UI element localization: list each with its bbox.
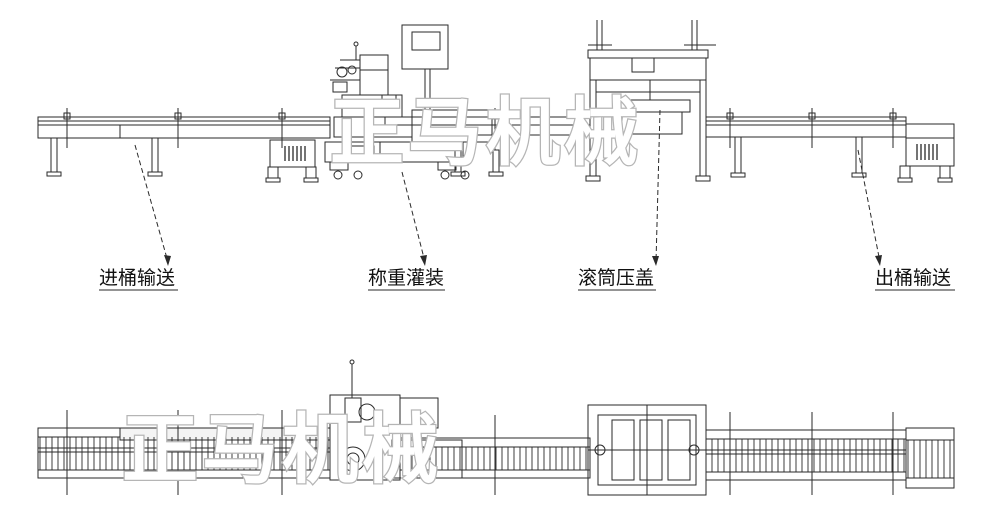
label-capping: 滚筒压盖 — [578, 267, 654, 289]
label-infeed: 进桶输送 — [99, 267, 175, 289]
watermark-bottom: 正马机械 — [122, 405, 442, 494]
leader-arrowheads — [164, 255, 882, 266]
label-outfeed: 出桶输送 — [875, 267, 951, 289]
outfeed-conveyor-top — [705, 412, 955, 495]
leader-lines — [134, 109, 881, 263]
watermark-top: 正马机械 — [330, 90, 642, 176]
conveyor-rollers — [39, 437, 951, 478]
side-view — [37, 20, 955, 291]
infeed-conveyor-side — [37, 108, 331, 183]
capping-machine-side — [585, 20, 716, 182]
outfeed-conveyor-side — [705, 108, 955, 183]
capping-machine-top — [587, 404, 707, 496]
weigh-fill-machine-side — [324, 24, 496, 180]
label-weigh-fill: 称重灌装 — [368, 267, 444, 289]
